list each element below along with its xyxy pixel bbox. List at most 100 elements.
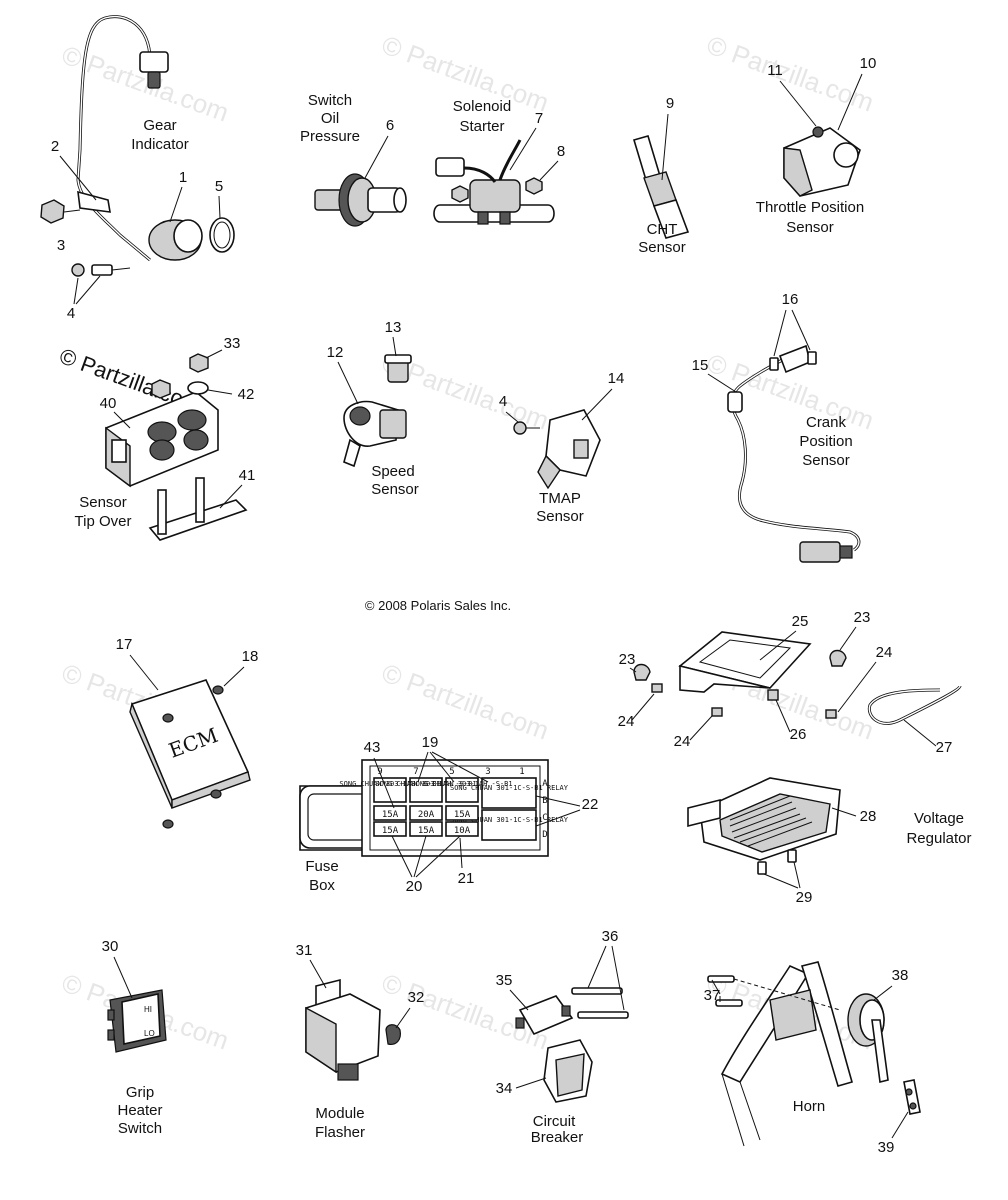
callout-40: 40 xyxy=(100,395,117,412)
fuse-value: 20A xyxy=(418,810,435,820)
module-flasher xyxy=(305,978,401,1081)
callout-2: 2 xyxy=(51,138,59,155)
callout-18: 18 xyxy=(242,648,259,665)
callout-17: 17 xyxy=(116,636,133,653)
row-b: B xyxy=(542,796,547,806)
callout-36: 36 xyxy=(602,928,619,945)
crank-label: Sensor xyxy=(802,452,850,469)
grip-heater-label: Grip xyxy=(126,1084,154,1101)
slot-1: 1 xyxy=(519,767,524,777)
callout-23b: 23 xyxy=(854,609,871,626)
callout-10: 10 xyxy=(860,55,877,72)
callout-29: 29 xyxy=(796,889,813,906)
solenoid-label: Starter xyxy=(459,118,504,135)
cht-label: CHT xyxy=(647,221,678,238)
fuse-box-label: Box xyxy=(309,877,335,894)
tmap-label: TMAP xyxy=(539,490,581,507)
grip-switch-hi: HI xyxy=(144,1005,152,1014)
callout-4b: 4 xyxy=(499,393,507,410)
callout-12: 12 xyxy=(327,344,344,361)
callout-1: 1 xyxy=(179,169,187,186)
callout-14: 14 xyxy=(608,370,625,387)
voltage-regulator xyxy=(687,777,841,875)
solenoid-label: Solenoid xyxy=(453,98,511,115)
module-flasher-label: Flasher xyxy=(315,1124,365,1141)
row-c: C xyxy=(542,813,547,823)
callout-24b: 24 xyxy=(674,733,691,750)
gear-indicator-group xyxy=(40,15,235,277)
horn-label: Horn xyxy=(793,1098,826,1115)
callout-33: 33 xyxy=(224,335,241,352)
oil-pressure-switch xyxy=(314,173,407,227)
slot-3: 3 xyxy=(485,767,490,777)
callout-4: 4 xyxy=(67,305,75,322)
callout-30: 30 xyxy=(102,938,119,955)
grip-switch-lo: LO xyxy=(144,1029,155,1038)
watermark: © Partzilla.com xyxy=(378,657,553,745)
solenoid-starter xyxy=(433,139,555,225)
callout-3: 3 xyxy=(57,237,65,254)
gear-indicator-label: Indicator xyxy=(131,136,189,153)
callout-24a: 24 xyxy=(618,713,635,730)
row-a: A xyxy=(542,779,548,789)
callout-24c: 24 xyxy=(876,644,893,661)
horn-assembly xyxy=(707,961,921,1147)
grip-heater-label: Heater xyxy=(117,1102,162,1119)
ecm-module: ECM xyxy=(129,679,251,829)
crank-label: Position xyxy=(799,433,852,450)
circuit-breaker-label: Circuit xyxy=(533,1113,576,1130)
relay-label: SONG CHUAN 303-1AH -S-B1 xyxy=(411,780,512,788)
callout-25: 25 xyxy=(792,613,809,630)
callout-19: 19 xyxy=(422,734,439,751)
callout-8: 8 xyxy=(557,143,565,160)
callout-20: 20 xyxy=(406,878,423,895)
copyright-text: © 2008 Polaris Sales Inc. xyxy=(365,598,511,613)
hex-bolt-3 xyxy=(40,199,65,224)
nut-4a xyxy=(71,263,85,277)
callout-35: 35 xyxy=(496,972,513,989)
tmap-sensor xyxy=(513,409,601,490)
bolt-4b xyxy=(91,264,113,276)
callout-39: 39 xyxy=(878,1139,895,1156)
callout-27: 27 xyxy=(936,739,953,756)
relay-label: SONG CHUAN 301-1C-S-B1 RELAY xyxy=(450,816,569,824)
callout-5: 5 xyxy=(215,178,223,195)
crank-position-sensor xyxy=(727,344,861,563)
gear-indicator-connector xyxy=(139,51,169,73)
cht-sensor xyxy=(633,135,690,239)
module-flasher-label: Module xyxy=(315,1105,364,1122)
slot-5: 5 xyxy=(449,767,454,777)
throttle-position-sensor xyxy=(783,126,861,197)
fuse-value: 10A xyxy=(454,826,471,836)
fuse-value: 15A xyxy=(382,810,399,820)
callout-26: 26 xyxy=(790,726,807,743)
callout-43: 43 xyxy=(364,739,381,756)
row-d: D xyxy=(542,830,547,840)
callout-9: 9 xyxy=(666,95,674,112)
fuse-value: 15A xyxy=(382,826,399,836)
fuse-box-label: Fuse xyxy=(305,858,338,875)
gear-bracket xyxy=(77,190,111,213)
callout-34: 34 xyxy=(496,1080,513,1097)
callout-23a: 23 xyxy=(619,651,636,668)
callout-6: 6 xyxy=(386,117,394,134)
callout-13: 13 xyxy=(385,319,402,336)
callout-7: 7 xyxy=(535,110,543,127)
circuit-breaker xyxy=(515,987,629,1103)
callout-22: 22 xyxy=(582,796,599,813)
callout-32: 32 xyxy=(408,989,425,1006)
speed-sensor-label: Sensor xyxy=(371,481,419,498)
fuse-value: 15A xyxy=(454,810,471,820)
oil-pressure-label: Switch xyxy=(308,92,352,109)
grip-heater-label: Switch xyxy=(118,1120,162,1137)
oil-pressure-label: Oil xyxy=(321,110,339,127)
voltage-regulator-label: Regulator xyxy=(906,830,971,847)
fuse-box: 9 7 5 3 1 A B C D SONG CHUAN 303-1AH -S-… xyxy=(299,759,569,857)
tmap-label: Sensor xyxy=(536,508,584,525)
fuse-value: 15A xyxy=(418,826,435,836)
callout-38: 38 xyxy=(892,967,909,984)
crank-label: Crank xyxy=(806,414,847,431)
tps-label: Throttle Position xyxy=(756,199,864,216)
gear-indicator-label: Gear xyxy=(143,117,176,134)
